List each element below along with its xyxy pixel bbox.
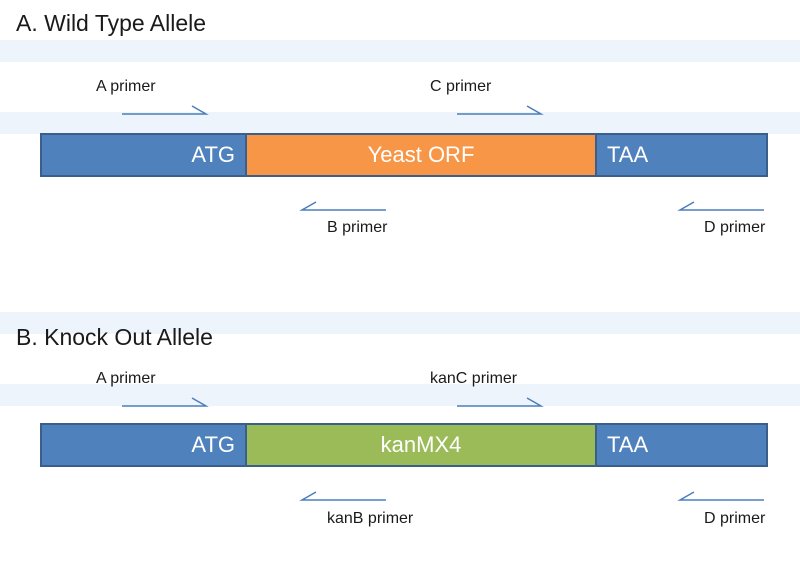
forward-primer-arrow — [122, 105, 209, 115]
primer-label-d: D primer — [704, 219, 766, 236]
atg-segment: ATG — [42, 425, 245, 465]
gene-bar: ATG kanMX4 TAA — [40, 423, 768, 467]
taa-segment: TAA — [597, 425, 766, 465]
reverse-primer-arrow — [677, 491, 764, 501]
primer-label-d: D primer — [704, 510, 766, 527]
forward-primer-arrow — [457, 397, 544, 407]
atg-segment: ATG — [42, 135, 245, 175]
primer-label-a: A primer — [96, 370, 156, 387]
forward-primer-arrow — [122, 397, 209, 407]
reverse-primer-arrow — [299, 201, 386, 211]
primer-label-b: B primer — [327, 219, 388, 236]
primer-label-kanc: kanC primer — [430, 370, 518, 387]
forward-primer-arrow — [457, 105, 544, 115]
watermark-stripe — [0, 112, 800, 134]
taa-segment: TAA — [597, 135, 766, 175]
kanmx4-segment: kanMX4 — [245, 425, 597, 465]
watermark-stripe — [0, 40, 800, 62]
primer-label-kanb: kanB primer — [327, 510, 414, 527]
primer-label-c: C primer — [430, 78, 492, 95]
reverse-primer-arrow — [299, 491, 386, 501]
reverse-primer-arrow — [677, 201, 764, 211]
wild-type-panel: A. Wild Type Allele A primer C primer AT… — [0, 0, 800, 271]
panel-title: B. Knock Out Allele — [16, 324, 213, 350]
yeast-orf-segment: Yeast ORF — [245, 135, 597, 175]
primer-label-a: A primer — [96, 78, 156, 95]
gene-bar: ATG Yeast ORF TAA — [40, 133, 768, 177]
knock-out-panel: B. Knock Out Allele A primer kanC primer… — [0, 314, 800, 585]
panel-title: A. Wild Type Allele — [16, 10, 207, 36]
watermark-stripe — [0, 312, 800, 334]
watermark-stripe — [0, 384, 800, 406]
